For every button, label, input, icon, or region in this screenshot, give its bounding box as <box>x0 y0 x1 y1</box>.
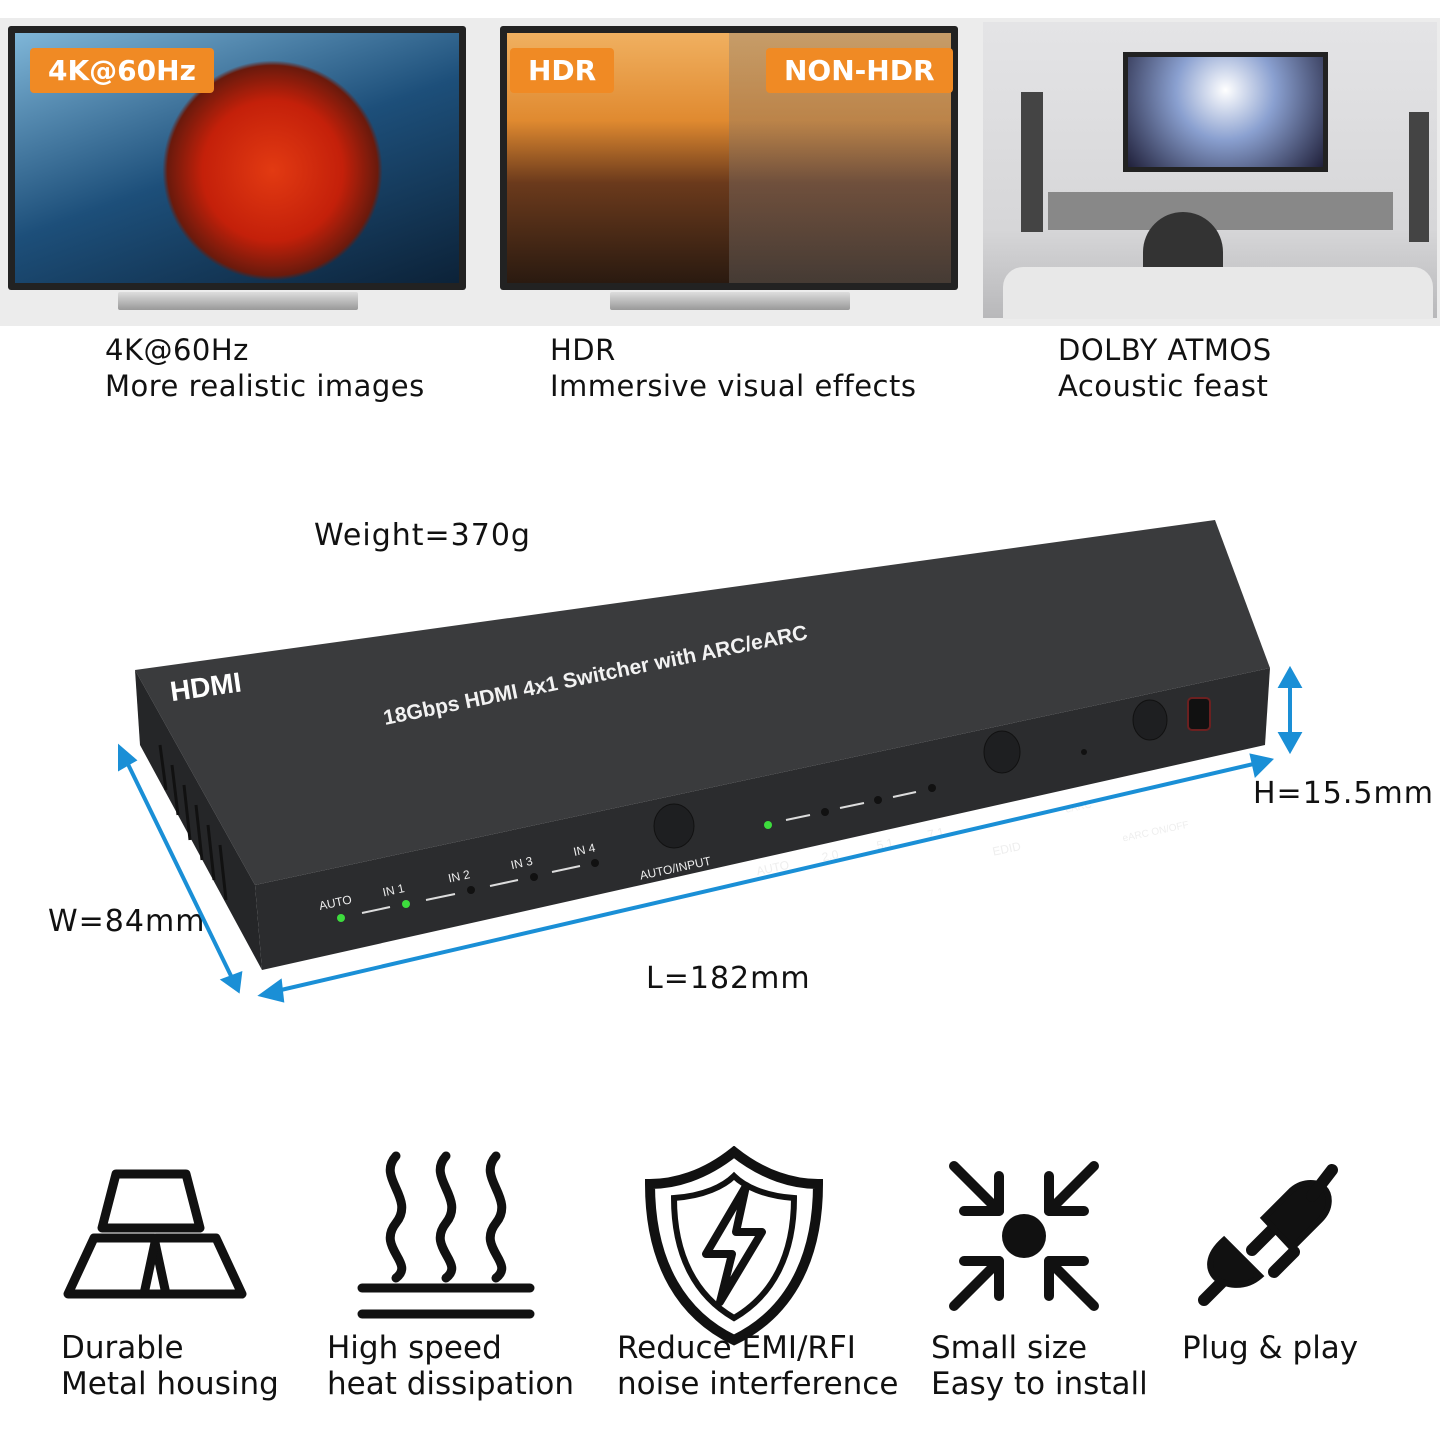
home-theater-photo <box>983 22 1437 319</box>
caption-subtitle: Immersive visual effects <box>550 369 917 403</box>
gold-bars-icon <box>63 1169 247 1299</box>
shield-lightning-icon <box>644 1146 824 1346</box>
plug-icon <box>1198 1164 1338 1306</box>
earc-onoff-label: eARC ON/OFF <box>1122 820 1190 845</box>
feature-line2: heat dissipation <box>327 1366 574 1402</box>
dimension-arrows <box>118 665 1303 1003</box>
weight-label: Weight=370g <box>314 518 531 553</box>
width-label: W=84mm <box>48 904 206 939</box>
auto-input-button[interactable] <box>653 803 695 849</box>
feature-line2: Easy to install <box>931 1366 1148 1402</box>
feature-line2: noise interference <box>617 1366 899 1402</box>
caption-subtitle: Acoustic feast <box>1058 369 1269 403</box>
caption-title: HDR <box>550 333 616 367</box>
feature-line2: Metal housing <box>61 1366 279 1402</box>
feature-line1: Small size <box>931 1330 1088 1366</box>
led-label-in2: IN 2 <box>447 867 472 885</box>
edid-button[interactable] <box>983 730 1021 774</box>
badge-4k: 4K@60Hz <box>30 48 214 93</box>
feature-line1: Durable <box>61 1330 184 1366</box>
feature-line1: Reduce EMI/RFI <box>617 1330 856 1366</box>
caption-subtitle: More realistic images <box>105 369 425 403</box>
caption-title: 4K@60Hz <box>105 333 249 367</box>
heat-waves-icon <box>357 1151 535 1319</box>
badge-hdr: HDR <box>510 48 615 93</box>
feature-line1: High speed <box>327 1330 502 1366</box>
feature-line1: Plug & play <box>1182 1330 1359 1366</box>
edid-label: EDID <box>991 839 1022 859</box>
caption-title: DOLBY ATMOS <box>1058 333 1272 367</box>
led-label-in1: IN 1 <box>381 881 406 899</box>
status-leds <box>337 749 1087 922</box>
badge-non-hdr: NON-HDR <box>766 48 953 93</box>
earc-onoff-button[interactable] <box>1132 699 1168 741</box>
led-label-in4: IN 4 <box>572 841 597 859</box>
compress-arrows-icon <box>949 1161 1099 1311</box>
tv-4k-image: 4K@60Hz <box>8 26 466 316</box>
feature-plug-play: Plug & play <box>1182 1330 1358 1366</box>
ir-receiver-window <box>1187 697 1211 731</box>
device-top-face <box>135 520 1270 885</box>
length-label: L=182mm <box>646 961 811 996</box>
hdmi-switcher-device: HDMI 18Gbps HDMI 4x1 Switcher with ARC/e… <box>118 520 1303 1003</box>
vent-slots <box>158 744 228 901</box>
tv-hdr-image: HDR NON-HDR <box>500 26 958 316</box>
led-label-in3: IN 3 <box>509 854 534 872</box>
height-label: H=15.5mm <box>1253 776 1434 811</box>
led-label-auto: AUTO <box>318 892 353 913</box>
